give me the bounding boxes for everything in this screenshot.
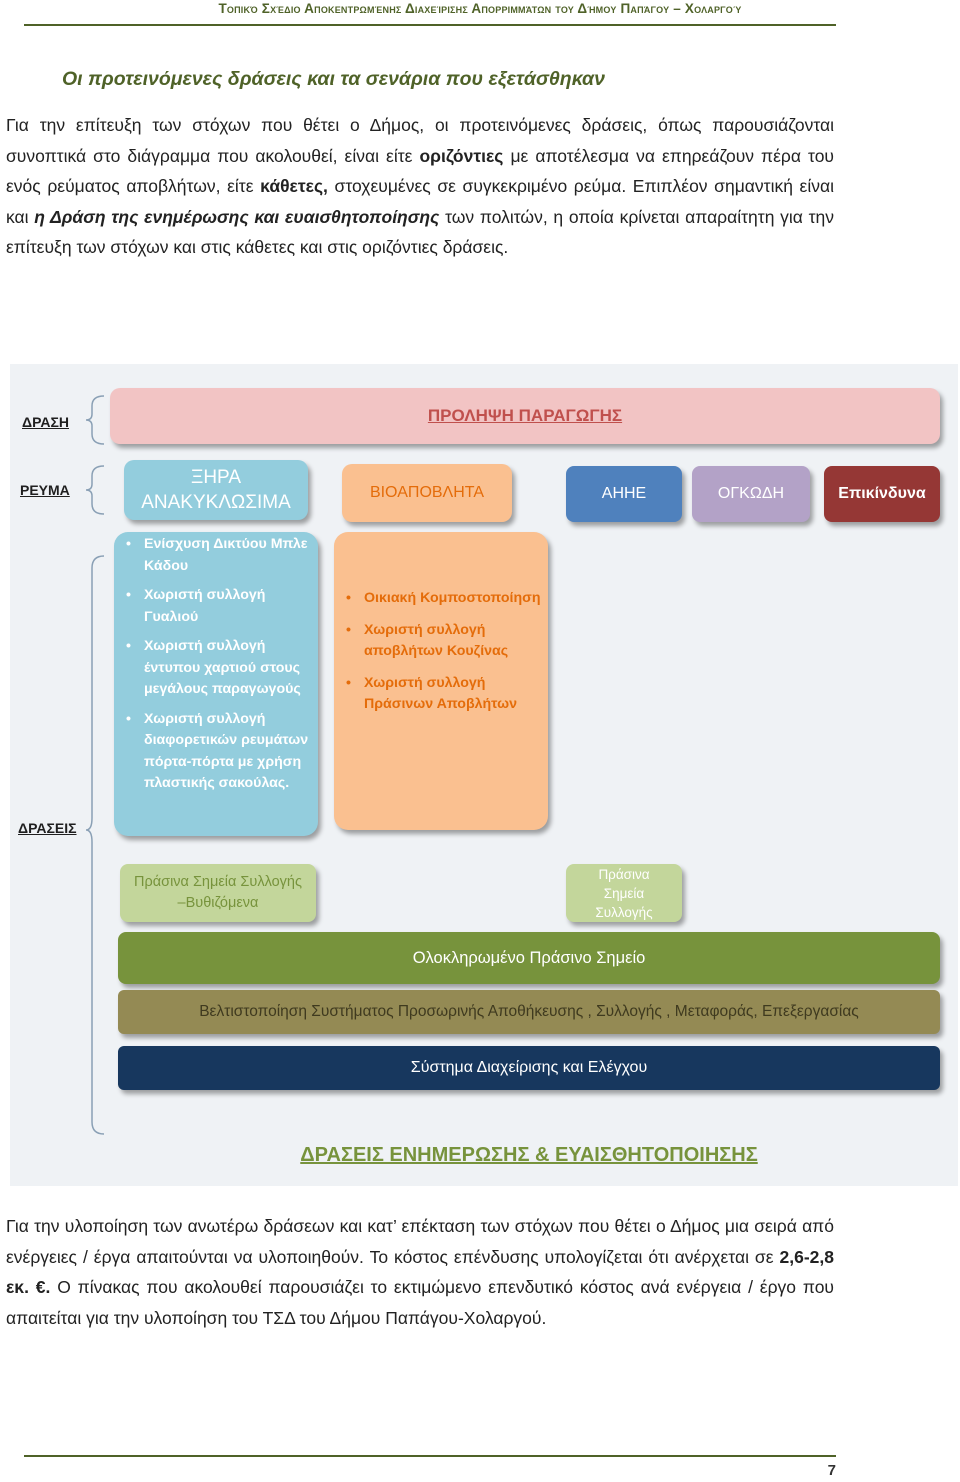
list-item: Χωριστή συλλογή Γυαλιού [122,585,310,628]
intro-bold-vertical: κάθετες, [260,176,328,196]
dry-actions-box: Ενίσχυση Δικτύου Μπλε Κάδου Χωριστή συλλ… [114,532,318,836]
list-item: Χωριστή συλλογή αποβλήτων Κουζίνας [342,620,542,663]
section-title: Οι προτεινόμενες δράσεις και τα σενάρια … [62,68,605,90]
page-number: 7 [827,1462,836,1479]
stream-hazardous: Επικίνδυνα [824,466,940,522]
bio-actions-list: Οικιακή Κομποστοποίηση Χωριστή συλλογή α… [342,588,542,724]
management-system-bar: Σύστημα Διαχείρισης και Ελέγχου [118,1046,940,1090]
label-action: ΔΡΑΣΗ [22,414,69,430]
optimization-bar: Βελτιστοποίηση Συστήματος Προσωρινής Απο… [118,990,940,1034]
green-points: Πράσινα Σημεία Συλλογής [566,864,682,922]
awareness-actions-title: ΔΡΑΣΕΙΣ ΕΝΗΜΕΡΩΣΗΣ & ΕΥΑΙΣΘΗΤΟΠΟΙΗΣΗΣ [300,1143,758,1166]
closing-bold-cost: 2,6-2,8 εκ. €. [6,1246,834,1298]
brace-stream [85,465,105,515]
footer-rule [24,1455,836,1457]
bio-actions-box: Οικιακή Κομποστοποίηση Χωριστή συλλογή α… [334,532,548,830]
stream-bulky: ΟΓΚΩΔΗ [692,466,810,522]
actions-diagram: ΔΡΑΣΗ ΡΕΥΜΑ ΔΡΑΣΕΙΣ ΠΡΟΛΗΨΗ ΠΑΡΑΓΩΓΗΣ ΞΗ… [10,364,958,1186]
stream-dry-recyclables: ΞΗΡΑ ΑΝΑΚΥΚΛΩΣΙΜΑ [124,460,308,520]
intro-text-1: Για την επίτευξη των στόχων που θέτει ο … [6,115,834,166]
brace-actions [85,555,105,1135]
intro-paragraph: Για την επίτευξη των στόχων που θέτει ο … [6,110,834,263]
header-rule [24,24,836,26]
intro-text-4: των πολιτών, η οποία κρίνεται απαραίτητη… [6,206,835,258]
stream-weee: ΑΗΗΕ [566,466,682,522]
list-item: Χωριστή συλλογή Πράσινων Αποβλήτων [342,673,542,716]
closing-text-2: Ο πίνακας που ακολουθεί παρουσιάζει το ε… [6,1277,834,1328]
list-item: Οικιακή Κομποστοποίηση [342,588,542,610]
prevention-box: ΠΡΟΛΗΨΗ ΠΑΡΑΓΩΓΗΣ [110,388,940,444]
closing-paragraph: Για την υλοποίηση των ανωτέρω δράσεων κα… [6,1211,834,1333]
green-points-underground: Πράσινα Σημεία Συλλογής –Βυθιζόμενα [120,864,316,922]
brace-action [85,395,105,445]
intro-bold-italic-awareness: η Δράση της ενημέρωσης και ευαισθητοποίη… [34,206,440,227]
list-item: Χωριστή συλλογή έντυπου χαρτιού στους με… [122,636,310,701]
intro-bold-horizontal: οριζόντιες [419,145,504,166]
closing-text-1: Για την υλοποίηση των ανωτέρω δράσεων κα… [6,1216,834,1267]
label-stream: ΡΕΥΜΑ [20,482,70,498]
dry-actions-list: Ενίσχυση Δικτύου Μπλε Κάδου Χωριστή συλλ… [122,534,310,803]
integrated-green-point-bar: Ολοκληρωμένο Πράσινο Σημείο [118,932,940,984]
intro-text-2: με αποτέλεσμα να επηρεάζουν πέρα του ενό… [6,145,834,197]
intro-text-3: στοχευμένες σε συγκεκριμένο ρεύμα. Επιπλ… [6,176,834,227]
label-actions: ΔΡΑΣΕΙΣ [18,820,77,836]
stream-biowaste: ΒΙΟΑΠΟΒΛΗΤΑ [342,464,512,522]
running-header: Τοπικό Σχέδιο Αποκεντρωμένης Διαχείρισης… [218,1,742,16]
list-item: Ενίσχυση Δικτύου Μπλε Κάδου [122,534,310,577]
list-item: Χωριστή συλλογή διαφορετικών ρευμάτων πό… [122,709,310,795]
